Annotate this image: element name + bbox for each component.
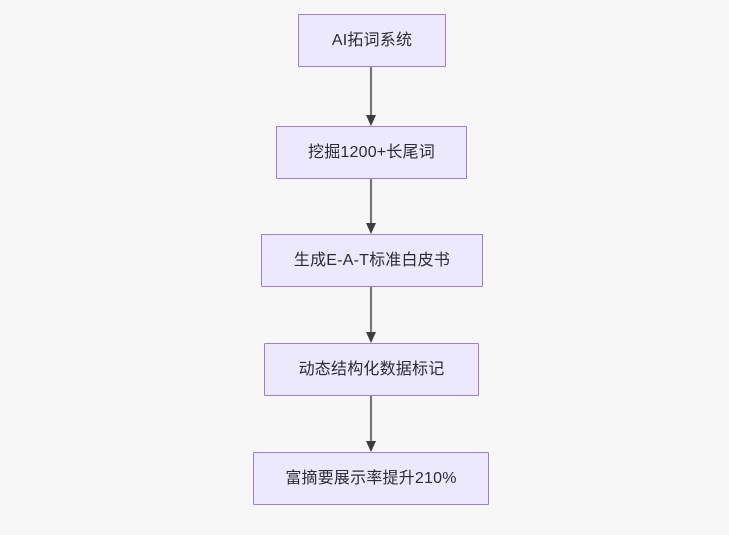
flow-node-rich-snippet-rate-increase[interactable]: 富摘要展示率提升210% <box>253 452 489 505</box>
flow-node-label: AI拓词系统 <box>331 31 413 49</box>
edge-n4-n5 <box>361 396 381 452</box>
edge-n3-n4 <box>361 287 381 343</box>
flow-node-ai-keyword-system[interactable]: AI拓词系统 <box>298 14 446 67</box>
edge-n1-n2 <box>361 67 381 126</box>
flow-node-label: 挖掘1200+长尾词 <box>308 143 435 161</box>
flow-node-label: 动态结构化数据标记 <box>298 360 445 378</box>
edge-n2-n3 <box>361 179 381 234</box>
flow-node-generate-eat-whitepaper[interactable]: 生成E-A-T标准白皮书 <box>261 234 483 287</box>
flow-node-label: 生成E-A-T标准白皮书 <box>293 251 451 269</box>
flow-node-label: 富摘要展示率提升210% <box>285 469 457 487</box>
flow-node-mine-longtail-keywords[interactable]: 挖掘1200+长尾词 <box>276 126 467 179</box>
flow-node-dynamic-structured-data-markup[interactable]: 动态结构化数据标记 <box>264 343 479 396</box>
